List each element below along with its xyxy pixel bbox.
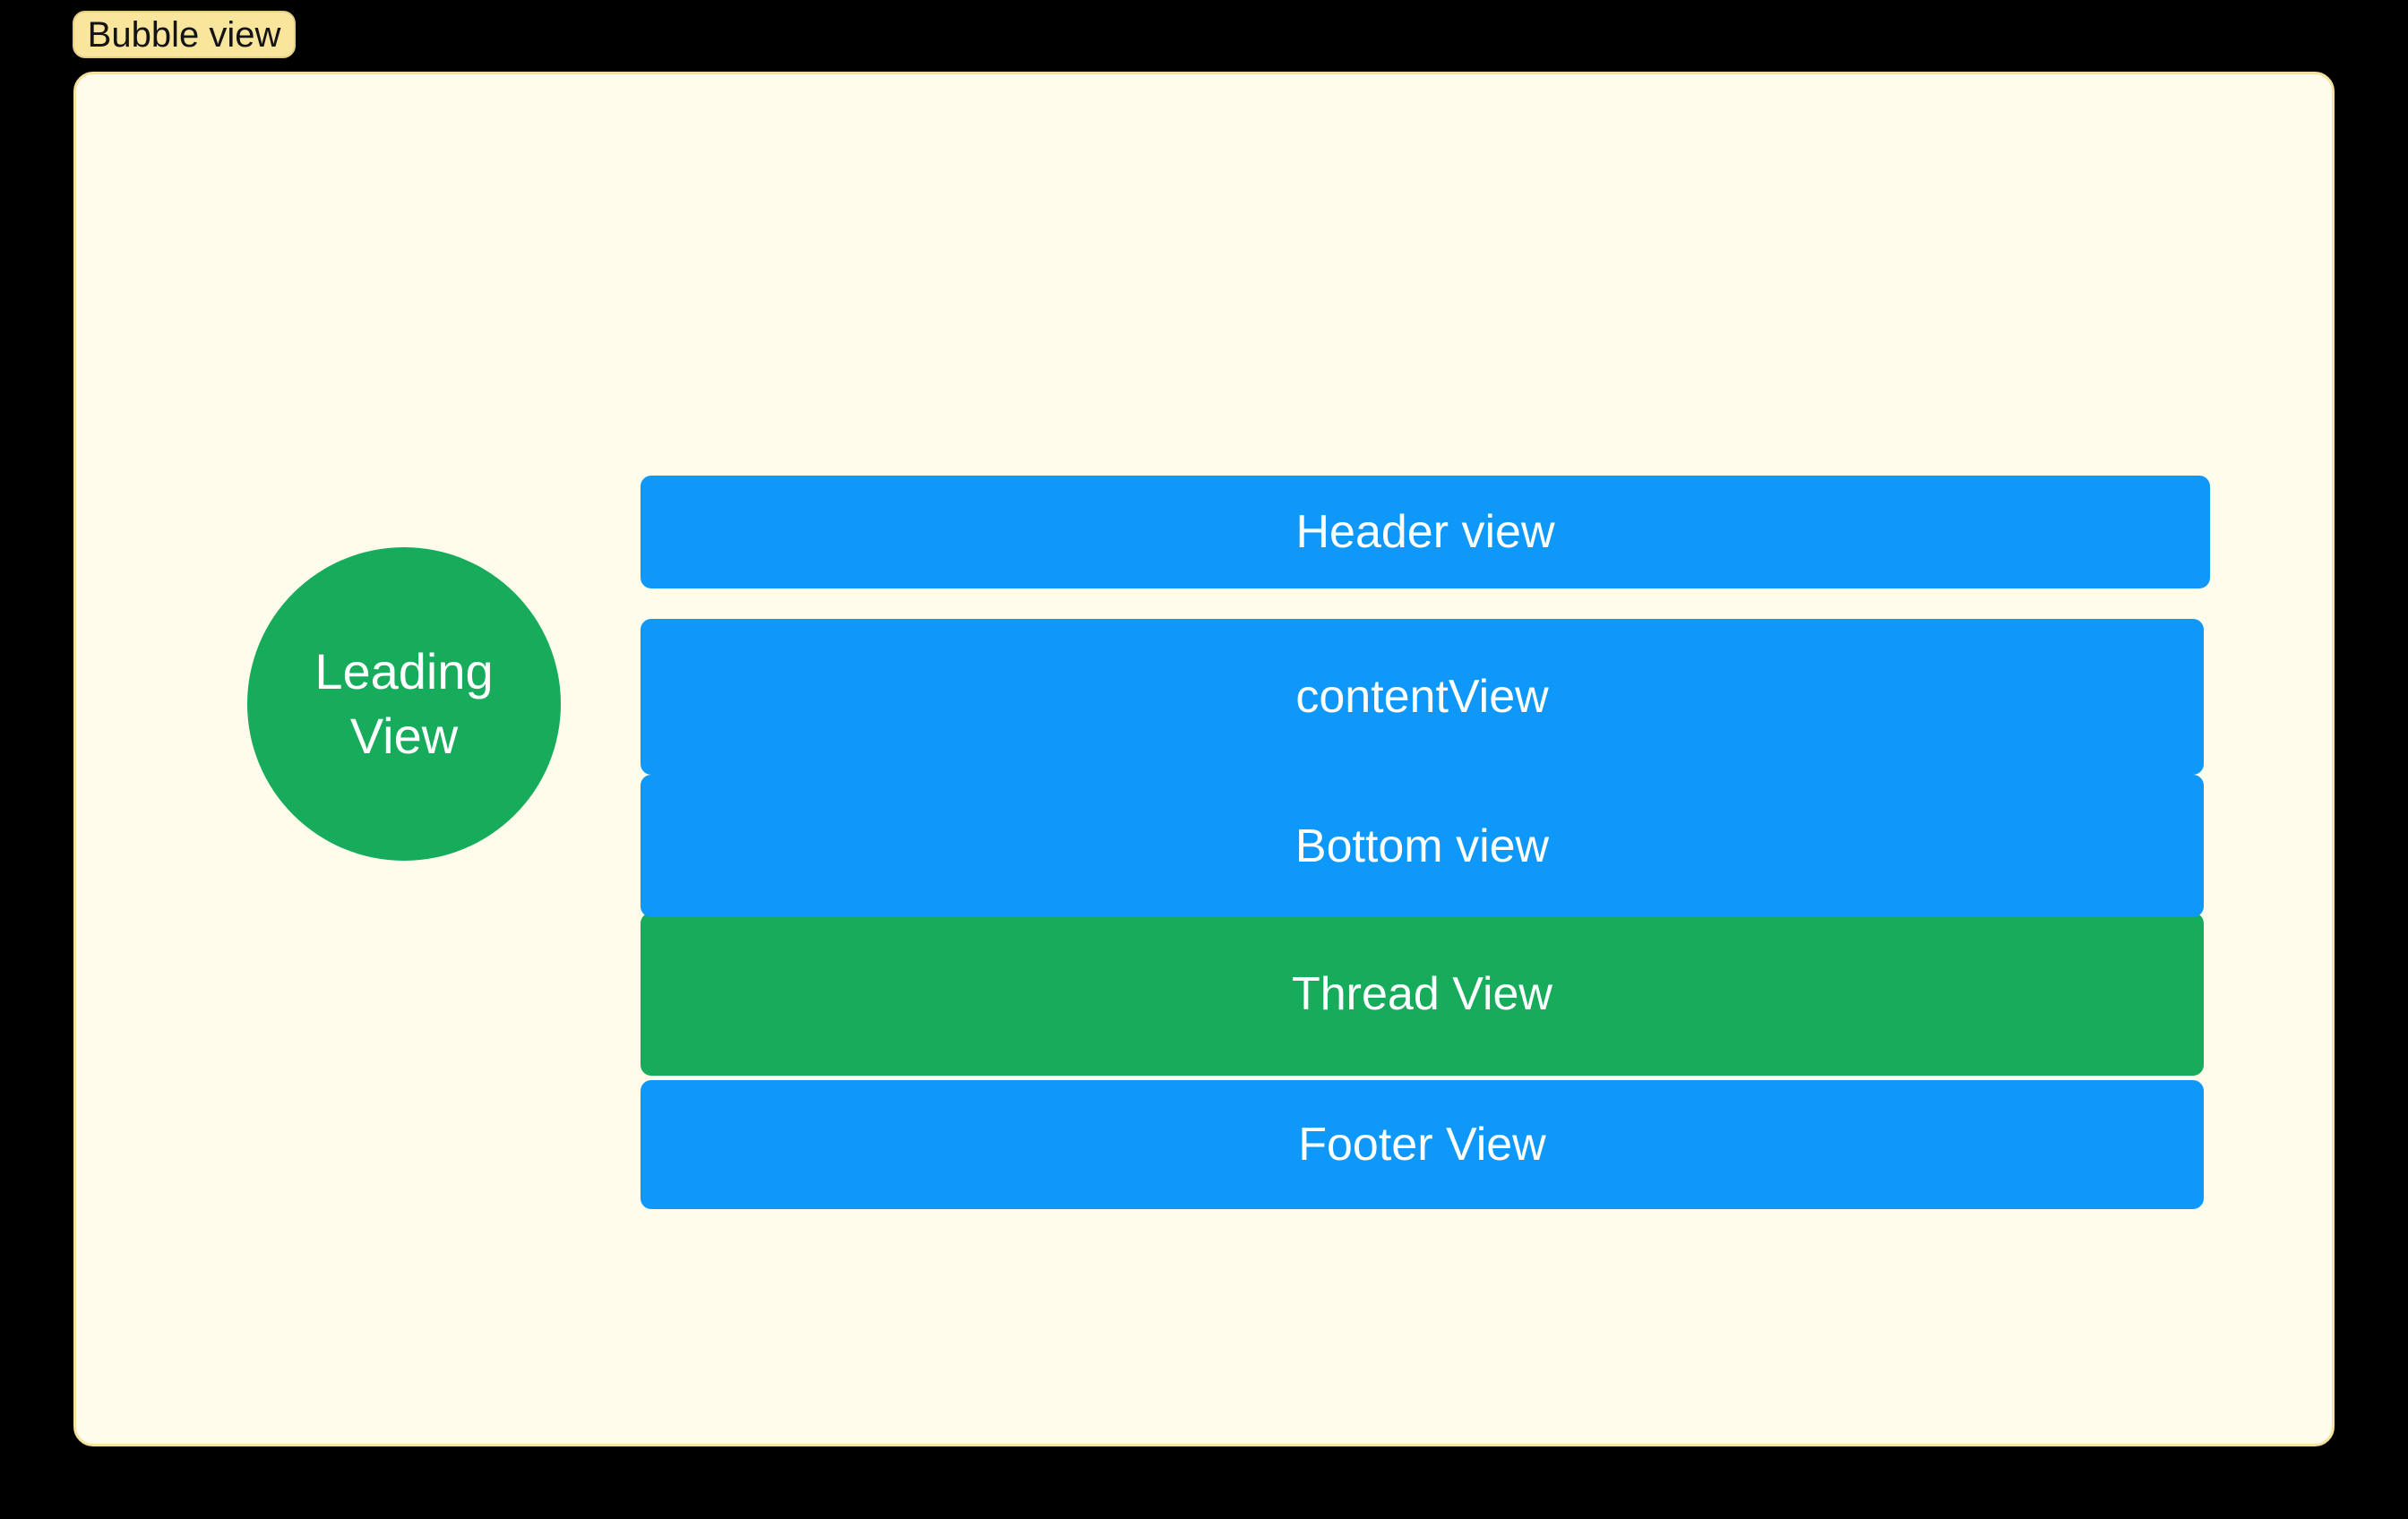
content-view-label: contentView <box>1295 671 1549 723</box>
bubble-view-badge: Bubble view <box>73 11 296 58</box>
leading-view-label-line1: Leading <box>314 643 494 700</box>
footer-view-slot: Footer View <box>641 1080 2204 1209</box>
bottom-view-label: Bottom view <box>1294 820 1550 872</box>
leading-view-circle: Leading View <box>247 547 561 861</box>
thread-view-label: Thread View <box>1292 968 1552 1020</box>
bottom-view-slot: Bottom view <box>641 775 2204 917</box>
content-view-slot: contentView <box>641 619 2204 775</box>
thread-view-slot: Thread View <box>641 913 2204 1076</box>
bubble-view-badge-label: Bubble view <box>87 14 281 55</box>
footer-view-label: Footer View <box>1298 1119 1546 1171</box>
header-view-slot: Header view <box>641 476 2210 588</box>
bubble-preview-panel: Leading View Header view contentView Bot… <box>73 72 2335 1446</box>
leading-view-label-line2: View <box>349 708 459 764</box>
header-view-label: Header view <box>1295 506 1555 558</box>
